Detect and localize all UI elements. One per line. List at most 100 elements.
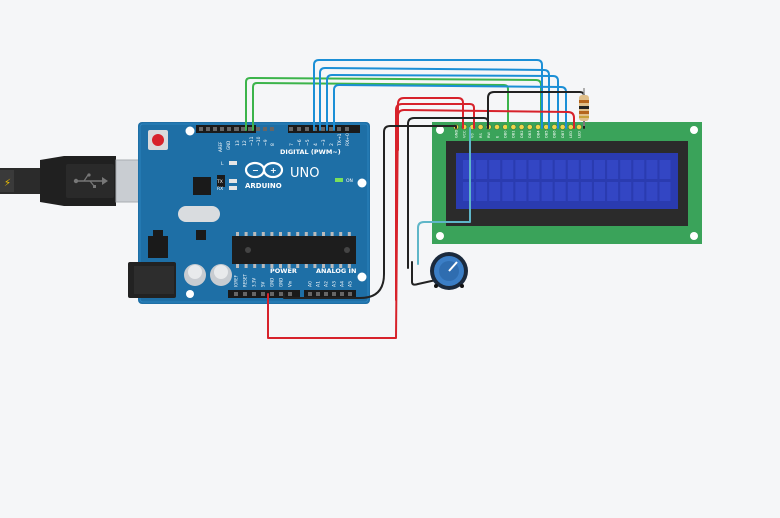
wire-contrast [417,127,471,265]
wire-led-anode [397,109,575,151]
lcd-cell [620,182,632,201]
lcd-cell [607,182,619,201]
brand-label: ARDUINO [245,182,282,190]
lcd-cell [607,160,619,179]
analog-pin-label: A4 [340,281,346,287]
lcd-pin[interactable] [576,124,582,130]
power-label: POWER [270,267,297,275]
lcd-cell [528,182,540,201]
lcd-cell [541,160,553,179]
wire-gnd [283,125,457,299]
lcd-cell [659,182,671,201]
lcd-pin-label: VCC [463,130,467,138]
lcd-cell [554,182,566,201]
lcd-pin[interactable] [559,124,566,130]
lcd-cell [489,182,501,201]
digital-pin-label: 8 [270,143,276,146]
capacitors [184,264,232,286]
lcd-cell [646,160,658,179]
lcd-pin-label: DB3 [528,130,532,138]
lcd-pin-label: DB4 [536,130,540,138]
analog-pin-label: A2 [324,281,330,287]
digital-pin-label: ~5 [305,139,311,146]
lcd-pin[interactable] [535,124,541,130]
lcd-pin[interactable] [477,124,484,130]
lcd-cell [580,182,592,201]
model-label: UNO [290,166,319,181]
analog-pin-label: A5 [348,281,354,287]
digital-pin-label: TX→1 [337,133,343,147]
lcd-cell [502,160,514,179]
lcd-cell [515,182,527,201]
lcd-cell [502,182,514,201]
wire-5v [267,97,464,339]
power-pin-label: 3.3V [252,278,257,287]
digital-pin-label: 13 [235,140,241,146]
digital-pin-label: 2 [329,143,335,146]
lcd-pin[interactable] [494,124,500,130]
svg-text:+: + [270,166,277,175]
lcd-pin-label: DB6 [553,130,557,138]
lcd-pin[interactable] [526,124,533,130]
lcd-cell [580,160,592,179]
lcd-pin[interactable] [551,124,558,130]
lcd-pin[interactable] [518,124,525,130]
lcd-cell [463,160,474,179]
digital-pin-label: 4 [313,143,319,146]
usb-icon [73,173,108,188]
potentiometer-icon[interactable] [430,252,468,290]
lcd-cell [594,160,605,179]
lcd-pin-label: GND [454,130,458,138]
lcd-cell [554,160,566,179]
wires[interactable] [245,59,585,339]
digital-pin-label: ~6 [297,139,303,146]
wire-db5 [319,67,550,131]
wire-5v-pot [395,103,475,301]
atmega-chip [232,232,356,268]
power-pin-label: RESET [243,274,248,287]
svg-text:ON: ON [346,178,353,184]
lcd-pin-label: RW [487,132,491,138]
lcd-cell [594,182,605,201]
arduino-uno-board[interactable]: L TX RX ON − + ARDUINO UNO [128,122,370,304]
digital-pin-label: 7 [289,143,295,146]
lcd-cell [567,160,579,179]
wire-db6 [326,74,559,131]
lcd-cell [633,182,645,201]
svg-text:−: − [252,166,259,175]
power-pin-label: GND [279,278,284,287]
lcd-cell [476,160,488,179]
lcd-pin-label: DB5 [545,130,549,138]
lcd-cell [476,182,488,201]
lcd-pin[interactable] [567,124,574,130]
digital-pin-label: ~9 [263,139,269,146]
power-pin-label: IOREF [234,274,239,287]
lcd-cell [528,160,540,179]
lcd-cell [489,160,501,179]
lcd-pin-label: LED [577,131,581,138]
reset-button[interactable] [148,130,168,150]
digital-pin-label: ~10 [256,136,262,146]
digital-pin-label: 12 [242,140,248,146]
power-pin-label: GND [270,278,275,287]
wire-db4 [313,59,543,131]
analog-pin-label: A3 [332,281,338,287]
gnd-label: GND [226,141,231,150]
digital-pin-label: RX←0 [345,133,351,146]
lcd-cell [541,182,553,201]
lcd-pin[interactable] [510,124,517,130]
analog-pin-label: A0 [308,281,314,287]
lcd-pin-label: DB1 [512,130,516,138]
lcd-cell [646,182,658,201]
lcd-pin-label: DB0 [504,130,508,138]
lcd-pin-label: V0 [471,133,475,138]
lcd-pin-label: DB2 [520,130,524,138]
power-pin-label: Vin [288,280,293,287]
status-leds: L TX RX ON [216,161,353,192]
analog-header[interactable] [304,290,356,298]
